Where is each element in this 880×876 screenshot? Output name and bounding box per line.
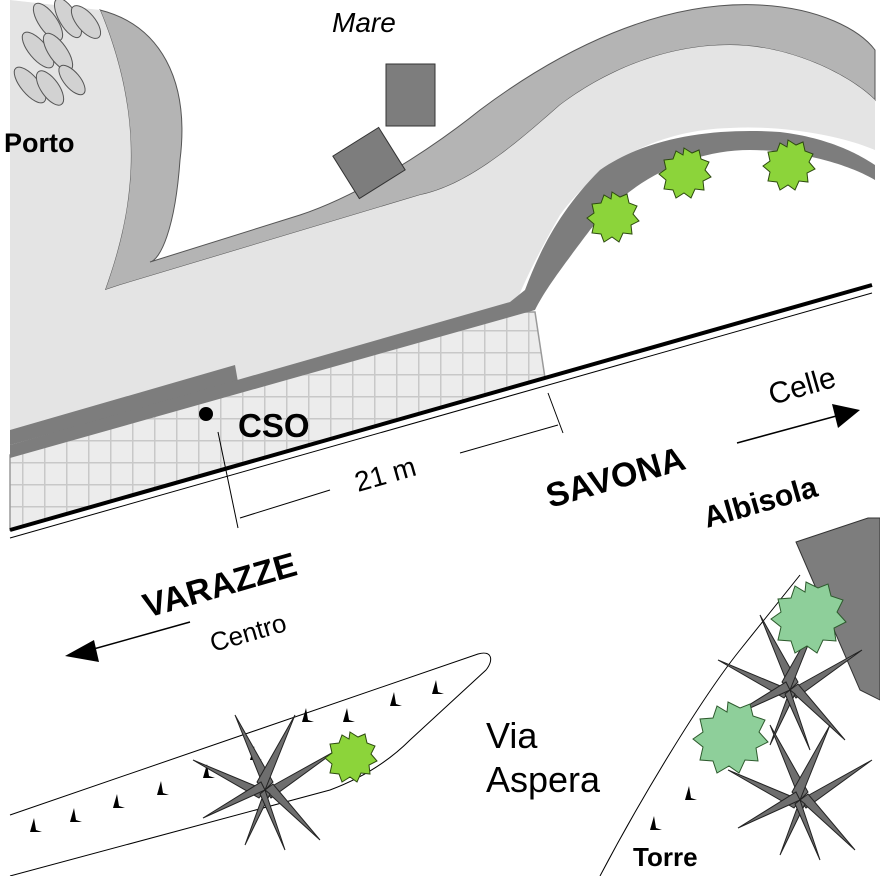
quay-outer-rim <box>99 4 876 291</box>
bush-icon <box>586 139 816 243</box>
street-label-line1: Via <box>486 715 538 756</box>
distance-dimension <box>217 392 564 529</box>
port-label: Porto <box>4 128 75 158</box>
building-block <box>332 126 406 200</box>
quay-inner-water <box>10 0 875 445</box>
torre-sidewalk <box>599 574 801 876</box>
bush-icon <box>324 731 378 783</box>
point-marker-icon <box>199 407 213 421</box>
direction-east-label: Celle <box>765 361 840 412</box>
road-edge-line <box>9 283 873 532</box>
harbour-basin <box>10 0 880 458</box>
city-east-label: SAVONA <box>542 440 690 516</box>
boat-icon <box>13 0 102 106</box>
road-edge-thin-line <box>9 292 873 539</box>
sea-label: Mare <box>332 7 396 38</box>
arrow-left-icon <box>65 621 191 662</box>
shrub-icon <box>30 680 444 832</box>
tower-label: Torre <box>633 842 698 872</box>
seawall-edge <box>10 130 875 458</box>
town-east-label: Albisola <box>700 471 822 535</box>
building-block <box>385 63 436 127</box>
quay-lower-edge <box>10 365 238 445</box>
sea-area <box>10 0 880 242</box>
palm-tree-icon <box>717 614 863 751</box>
distance-label: 21 m <box>351 451 419 498</box>
shrub-icon <box>650 786 697 830</box>
palm-tree-icon <box>192 714 338 851</box>
direction-west-label: Centro <box>206 607 289 657</box>
bush-icon <box>692 581 847 774</box>
via-aspera-sidewalk <box>9 652 492 876</box>
street-label-line2: Aspera <box>486 759 601 800</box>
palm-tree-icon <box>727 724 873 861</box>
arrow-right-icon <box>736 404 860 444</box>
cso-label: CSO <box>238 407 310 444</box>
